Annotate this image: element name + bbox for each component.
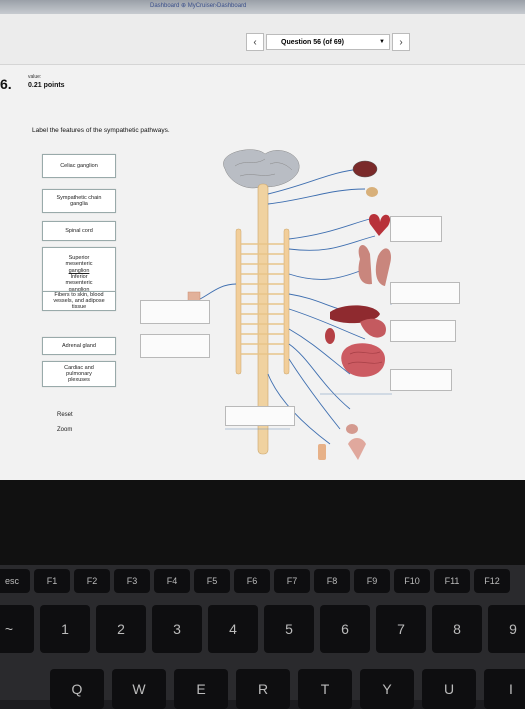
keyboard-key[interactable]: 4 [208,605,258,653]
keyboard-key[interactable]: F12 [474,569,510,593]
label-tile-text: ganglion [68,267,90,274]
drop-zone-2[interactable] [390,282,460,304]
keyboard-key[interactable]: 5 [264,605,314,653]
drop-zone-7[interactable] [225,406,295,426]
browser-chrome: Dashboard ⊕ MyCruiser›Dashboard [0,0,525,14]
label-tile[interactable]: Adrenal gland [42,337,116,355]
keyboard-key[interactable]: 2 [96,605,146,653]
next-question-button[interactable]: › [392,33,410,51]
label-tile-text: tissue [71,304,87,311]
screen: ‹ Question 56 (of 69) ▼ › 6. value: 0.21… [0,14,525,480]
label-tile-text: Spinal cord [65,227,93,234]
keyboard-key[interactable]: T [298,669,352,709]
keyboard-key[interactable]: F4 [154,569,190,593]
drop-zone-4[interactable] [390,369,452,391]
keyboard-key[interactable]: F5 [194,569,230,593]
keyboard-key[interactable]: F9 [354,569,390,593]
label-tile-text: vessels, and adipose [53,297,105,304]
keyboard-key[interactable]: 1 [40,605,90,653]
drop-zone-5[interactable] [140,300,210,324]
label-tile-text: Sympathetic chain [56,194,102,201]
keyboard-key[interactable]: F11 [434,569,470,593]
keyboard-key[interactable]: R [236,669,290,709]
sympathetic-pathway-diagram [187,149,392,460]
question-select-label: Question 56 (of 69) [281,38,345,46]
laptop-bezel [0,480,525,565]
keyboard-key[interactable]: U [422,669,476,709]
breadcrumb[interactable]: Dashboard ⊕ MyCruiser›Dashboard [150,3,247,9]
drop-zone-6[interactable] [140,334,210,358]
keyboard-key[interactable]: 8 [432,605,482,653]
keyboard-key[interactable]: 3 [152,605,202,653]
label-tile-text: plexuses [68,377,90,384]
keyboard-key[interactable]: F1 [34,569,70,593]
points-value: 0.21 points [28,82,65,89]
keyboard-key[interactable]: 6 [320,605,370,653]
label-tile-text: pulmonary [66,370,92,377]
keyboard-key[interactable]: E [174,669,228,709]
keyboard-key[interactable]: esc [0,569,30,593]
instructions: Label the features of the sympathetic pa… [32,127,170,134]
keyboard-key[interactable]: Y [360,669,414,709]
label-tile-text: Cardiac and [64,364,94,371]
question-number: 6. [0,76,12,92]
keyboard-key[interactable]: F7 [274,569,310,593]
question-select[interactable]: Question 56 (of 69) ▼ [266,34,390,50]
label-tile-text: Adrenal gland [62,342,96,349]
zoom-button[interactable]: Zoom [57,427,73,433]
keyboard-key[interactable]: F2 [74,569,110,593]
drop-zone-3[interactable] [390,320,456,342]
label-tile-text: Fibers to skin, blood [54,291,104,298]
keyboard-key[interactable]: ~ [0,605,34,653]
chevron-down-icon: ▼ [379,39,385,45]
label-tile-text: ganglia [70,201,88,207]
label-tile-text: mesenteric [65,280,93,287]
label-tile-text: Celiac ganglion [60,162,98,169]
keyboard-key[interactable]: 9 [488,605,525,653]
keyboard-key[interactable]: Q [50,669,104,709]
drop-zone-1[interactable] [390,216,442,242]
keyboard-key[interactable]: F8 [314,569,350,593]
keyboard-key[interactable]: F3 [114,569,150,593]
question-navigator: ‹ Question 56 (of 69) ▼ › [246,31,410,53]
label-tile-text: Superior [68,255,90,262]
label-tile[interactable]: Spinal cord [42,221,116,241]
keyboard-key[interactable]: F6 [234,569,270,593]
question-toolbar: ‹ Question 56 (of 69) ▼ › [0,14,525,65]
label-tile-text: ganglion [68,286,90,293]
reset-button[interactable]: Reset [57,412,73,418]
keyboard-key[interactable]: 7 [376,605,426,653]
label-tile-text: mesenteric [65,261,93,268]
prev-question-button[interactable]: ‹ [246,33,264,51]
keyboard-key[interactable]: W [112,669,166,709]
label-tile[interactable]: Celiac ganglion [42,154,116,178]
keyboard-key[interactable]: I [484,669,525,709]
keyboard-key[interactable]: F10 [394,569,430,593]
value-label: value: [28,74,42,80]
label-tile-text: Inferior [70,274,88,280]
